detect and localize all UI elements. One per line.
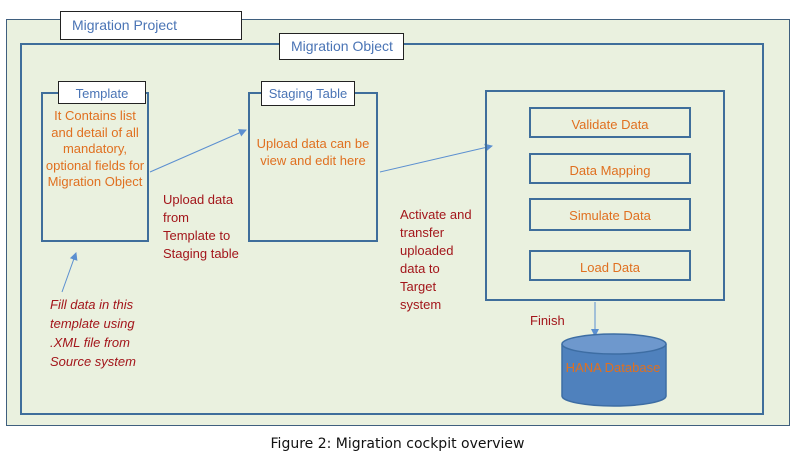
staging-to-steps-arrow [379, 143, 493, 173]
template-to-staging-arrow [149, 129, 247, 173]
template-description: It Contains list and detail of all manda… [45, 108, 145, 189]
upload-annotation: Upload data from Template to Staging tab… [163, 192, 239, 261]
step-validate-data: Validate Data [529, 107, 691, 138]
figure-caption: Figure 2: Migration cockpit overview [270, 436, 525, 452]
step-load-data: Load Data [529, 250, 691, 281]
staging-table-description: Upload data can be view and edit here [256, 136, 370, 168]
database-icon [561, 333, 667, 407]
finish-label: Finish [530, 313, 565, 328]
step-data-mapping: Data Mapping [529, 153, 691, 184]
fill-data-annotation: Fill data in this template using .XML fi… [50, 297, 136, 369]
template-label: Template [58, 81, 146, 104]
database-label: HANA Database [565, 360, 661, 375]
fill-to-template-arrow [61, 252, 78, 293]
migration-project-label: Migration Project [60, 11, 242, 40]
activate-annotation: Activate and transfer uploaded data to T… [400, 207, 472, 312]
staging-table-label: Staging Table [261, 81, 355, 106]
step-simulate-data: Simulate Data [529, 198, 691, 231]
migration-steps-box [485, 90, 725, 301]
migration-object-label: Migration Object [279, 33, 404, 60]
